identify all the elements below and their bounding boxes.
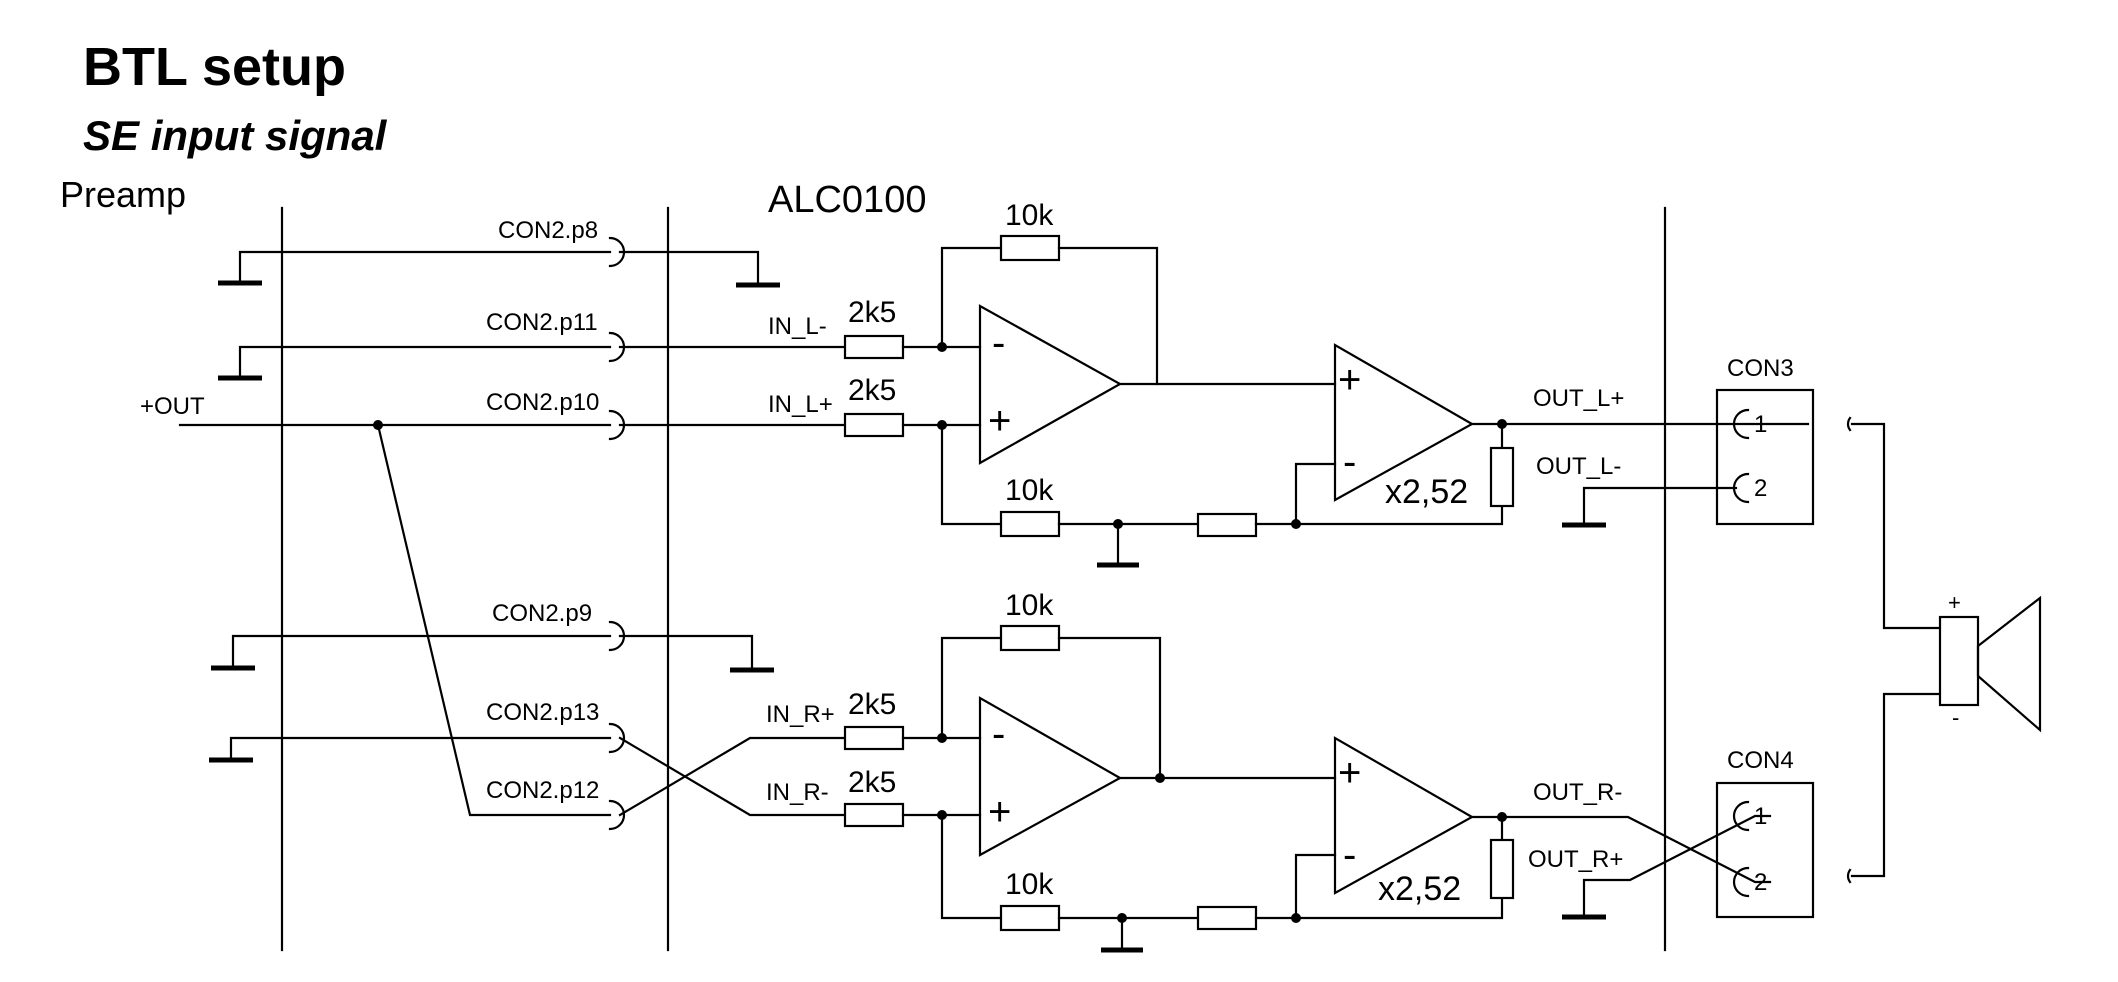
label-out-r-plus: OUT_R+ [1528,846,1623,873]
speaker-minus: - [1952,705,1959,730]
con2-p11-line [218,331,982,381]
label-con2-p8: CON2.p8 [498,217,598,244]
opamp-r1-minus: - [992,712,1005,756]
opamp-r2-minus: - [1343,833,1356,877]
opamp-r2-plus: + [1338,751,1361,795]
con2-p13-p12-lines [209,423,982,831]
opamp-l1-minus: - [992,321,1005,365]
label-con2-p11: CON2.p11 [486,309,598,336]
label-in-r-minus: IN_R- [766,779,829,806]
label-out-r-minus: OUT_R- [1533,779,1622,806]
label-out-l-minus: OUT_L- [1536,453,1621,480]
con2-p8-ground-line [218,236,780,288]
label-10k-r-ground: 10k [1005,868,1054,901]
con4-pin-2: 2 [1754,869,1767,896]
resistor-r-gain-feedback [1489,838,1515,900]
con2-p9-ground-line [211,620,774,673]
plus-out-line [178,409,982,441]
label-out-l-plus: OUT_L+ [1533,385,1624,412]
opamp-l2-minus: - [1343,440,1356,484]
page-title: BTL setup [83,37,347,97]
resistor-2k5-r-plus [843,725,905,751]
speaker-plus: + [1948,590,1961,615]
resistor-2k5-l-plus [843,412,905,438]
out-l-minus-ground [1562,486,1738,528]
label-10k-l-feedback: 10k [1005,199,1054,232]
label-in-r-plus: IN_R+ [766,701,835,728]
label-2k5-l-plus: 2k5 [848,374,896,407]
label-gain-r: x2,52 [1378,870,1461,908]
resistor-10k-l-ground [999,510,1061,538]
label-10k-r-feedback: 10k [1005,589,1054,622]
label-con3: CON3 [1727,355,1794,382]
label-2k5-r-plus: 2k5 [848,688,896,721]
resistor-2k5-r-minus [843,802,905,828]
opamp-l2 [1118,343,1810,526]
section-dividers [280,206,1667,952]
connector-con4 [1715,692,1942,919]
opamp-l1-plus: + [988,399,1011,443]
label-in-l-plus: IN_L+ [768,391,833,418]
resistor-2k5-l-minus [843,334,905,360]
resistor-10k-r-ground [999,904,1061,932]
con4-pin-1: 1 [1754,803,1767,830]
label-2k5-r-minus: 2k5 [848,766,896,799]
section-label-alc0100: ALC0100 [768,179,926,221]
resistor-r-gain [1196,905,1258,931]
resistor-10k-l-feedback [999,234,1061,262]
opamp-r1 [937,624,1504,953]
resistor-l-gain [1196,512,1258,538]
label-gain-l: x2,52 [1385,473,1468,511]
opamp-l1 [937,234,1504,568]
out-r-plus-ground [1562,814,1772,920]
resistor-l-gain-feedback [1489,446,1515,508]
label-in-l-minus: IN_L- [768,313,827,340]
opamp-r1-plus: + [988,790,1011,834]
label-con2-p10: CON2.p10 [486,389,599,416]
label-plus-out: +OUT [140,393,205,420]
section-label-preamp: Preamp [60,174,186,215]
label-con2-p9: CON2.p9 [492,600,592,627]
label-10k-l-ground: 10k [1005,474,1054,507]
label-con4: CON4 [1727,747,1794,774]
speaker-icon [1938,595,2042,733]
resistor-10k-r-feedback [999,624,1061,652]
label-2k5-l-minus: 2k5 [848,296,896,329]
con3-pin-1: 1 [1754,411,1767,438]
opamp-l2-plus: + [1338,358,1361,402]
label-con2-p12: CON2.p12 [486,777,599,804]
page-subtitle: SE input signal [83,112,387,159]
connector-con3 [1715,388,1942,630]
label-con2-p13: CON2.p13 [486,699,599,726]
con3-pin-2: 2 [1754,475,1767,502]
